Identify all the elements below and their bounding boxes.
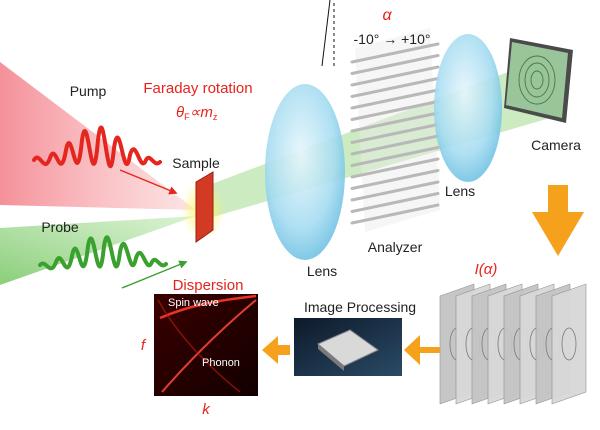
image-stack [439, 283, 587, 405]
analyzer-wire [350, 77, 440, 98]
analyzer-wire [350, 65, 440, 87]
faraday-prop: ∝m [190, 104, 213, 121]
orange-arrow-left-2-icon [262, 336, 290, 364]
analyzer-wire [350, 203, 440, 225]
analyzer-wire [350, 192, 440, 213]
analyzer-label: Analyzer [368, 239, 423, 255]
faraday-formula: θF∝mz [176, 104, 218, 122]
faraday-title: Faraday rotation [143, 80, 252, 97]
analyzer-wire [350, 180, 440, 202]
pump-label: Pump [70, 83, 107, 99]
axis-f-label: f [141, 337, 147, 354]
analyzer-wire [350, 146, 440, 167]
dispersion-label: Dispersion [173, 277, 244, 294]
image-processing-label: Image Processing [304, 299, 416, 315]
analyzer-wire [350, 134, 440, 156]
phonon-label: Phonon [202, 357, 240, 369]
analyzer-wire [350, 42, 440, 64]
lens-right-icon [434, 34, 502, 182]
camera-label: Camera [531, 137, 581, 153]
lens-left-label: Lens [307, 263, 337, 279]
alpha-label: α [382, 7, 392, 24]
pump-wave-icon [32, 125, 162, 168]
probe-label: Probe [41, 219, 79, 235]
analyzer-wire [350, 157, 440, 179]
analyzer-wire [350, 88, 440, 110]
angle-range-label: -10° → +10° [354, 31, 431, 47]
faraday-theta-sub: F [184, 112, 190, 122]
angle-indicator-icon [321, 0, 335, 67]
analyzer-icon [350, 28, 440, 232]
analyzer-wire [350, 123, 440, 144]
pump-arrow [119, 169, 178, 195]
orange-arrow-left-icon [404, 335, 440, 365]
probe-arrow [121, 260, 188, 289]
probe-beam-in [0, 216, 196, 285]
analyzer-wire [350, 54, 440, 75]
camera-icon [504, 38, 573, 123]
sample-icon [195, 171, 214, 243]
spin-wave-label: Spin wave [168, 297, 219, 309]
dispersion-plot [154, 294, 258, 396]
orange-arrow-down-icon [532, 185, 584, 256]
faraday-m-sub: z [213, 112, 218, 122]
lens-right-label: Lens [445, 183, 475, 199]
faraday-theta: θ [176, 104, 184, 121]
intensity-label: I(α) [475, 261, 498, 278]
sample-label: Sample [172, 155, 220, 171]
analyzer-wire [350, 100, 440, 121]
image-frame [551, 283, 587, 405]
probe-wave-icon [38, 235, 168, 271]
analyzer-wire [350, 169, 440, 190]
analyzer-wire [350, 111, 440, 133]
processing-chip-icon [294, 318, 402, 376]
axis-k-label: k [202, 401, 211, 418]
lens-left-icon [265, 84, 345, 260]
